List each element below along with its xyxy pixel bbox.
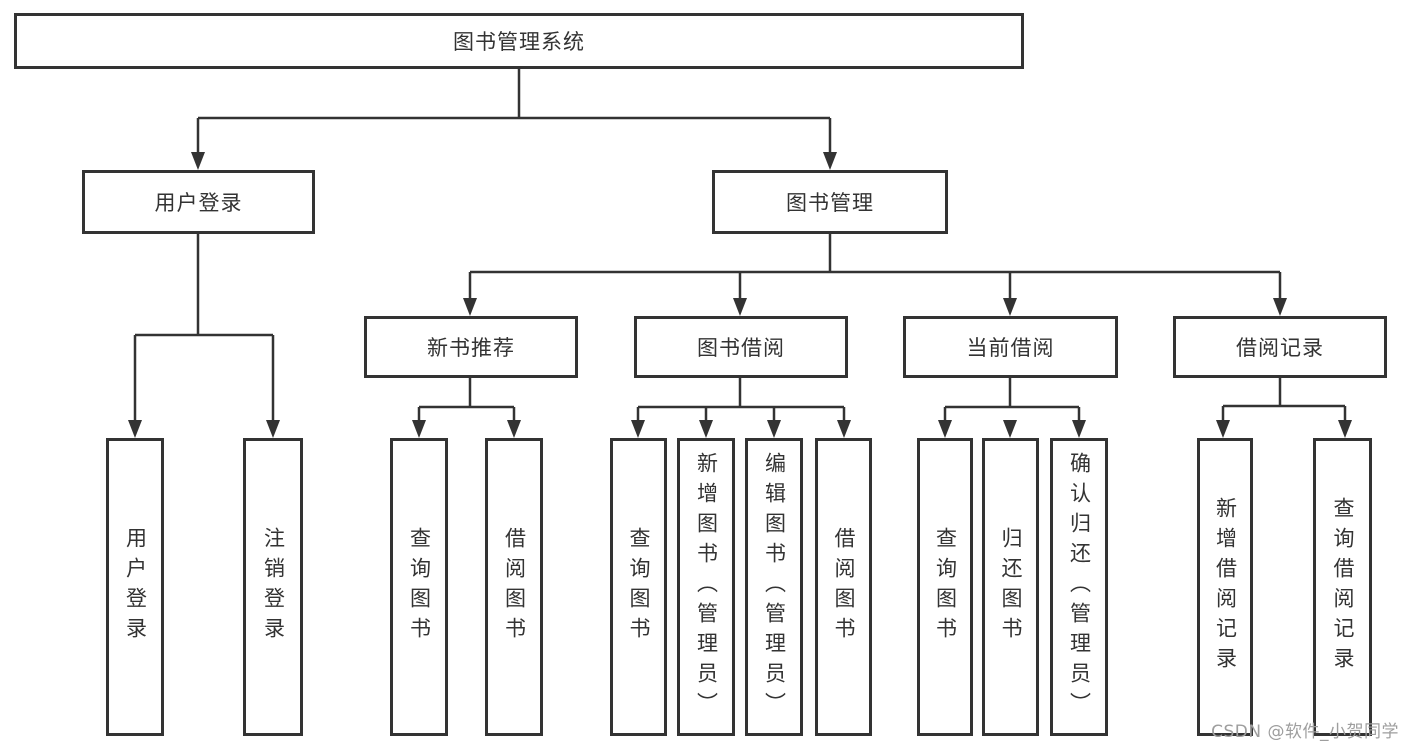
node-user-login: 用户登录 (82, 170, 315, 234)
node-new-book-recommend: 新书推荐 (364, 316, 578, 378)
leaf-records-query-record: 查询借阅记录 (1313, 438, 1372, 736)
leaf-borrow-edit-books: 编辑图书（管理员） (745, 438, 803, 736)
leaf-newbook-borrow-books: 借阅图书 (485, 438, 543, 736)
node-borrow-records: 借阅记录 (1173, 316, 1387, 378)
leaf-current-return-books: 归还图书 (982, 438, 1039, 736)
leaf-user-login: 用户登录 (106, 438, 164, 736)
leaf-borrow-edit-books-label: 编辑图书（管理员） (762, 452, 787, 722)
leaf-newbook-query-books-label: 查询图书 (407, 527, 432, 647)
leaf-logout: 注销登录 (243, 438, 303, 736)
leaf-records-add-record-label: 新增借阅记录 (1213, 497, 1238, 677)
node-book-management: 图书管理 (712, 170, 948, 234)
leaf-current-confirm-return-label: 确认归还（管理员） (1067, 452, 1092, 722)
leaf-user-login-label: 用户登录 (123, 527, 148, 647)
leaf-records-query-record-label: 查询借阅记录 (1331, 497, 1355, 677)
leaf-borrow-query-books: 查询图书 (610, 438, 667, 736)
leaf-borrow-add-books-label: 新增图书（管理员） (694, 452, 719, 722)
leaf-borrow-add-books: 新增图书（管理员） (677, 438, 735, 736)
leaf-current-query-books-label: 查询图书 (933, 527, 958, 647)
node-current-borrow: 当前借阅 (903, 316, 1118, 378)
leaf-newbook-query-books: 查询图书 (390, 438, 448, 736)
node-book-borrow: 图书借阅 (634, 316, 848, 378)
csdn-watermark: CSDN @软件_小贺同学 (1211, 722, 1399, 742)
leaf-current-query-books: 查询图书 (917, 438, 973, 736)
leaf-current-confirm-return: 确认归还（管理员） (1050, 438, 1108, 736)
arrowheads (128, 152, 1352, 438)
leaf-borrow-borrow-books: 借阅图书 (815, 438, 872, 736)
node-root: 图书管理系统 (14, 13, 1024, 69)
leaf-logout-label: 注销登录 (261, 527, 286, 647)
leaf-newbook-borrow-books-label: 借阅图书 (502, 527, 527, 647)
leaf-records-add-record: 新增借阅记录 (1197, 438, 1253, 736)
leaf-borrow-borrow-books-label: 借阅图书 (832, 527, 856, 647)
leaf-borrow-query-books-label: 查询图书 (627, 527, 651, 647)
leaf-current-return-books-label: 归还图书 (999, 527, 1023, 647)
